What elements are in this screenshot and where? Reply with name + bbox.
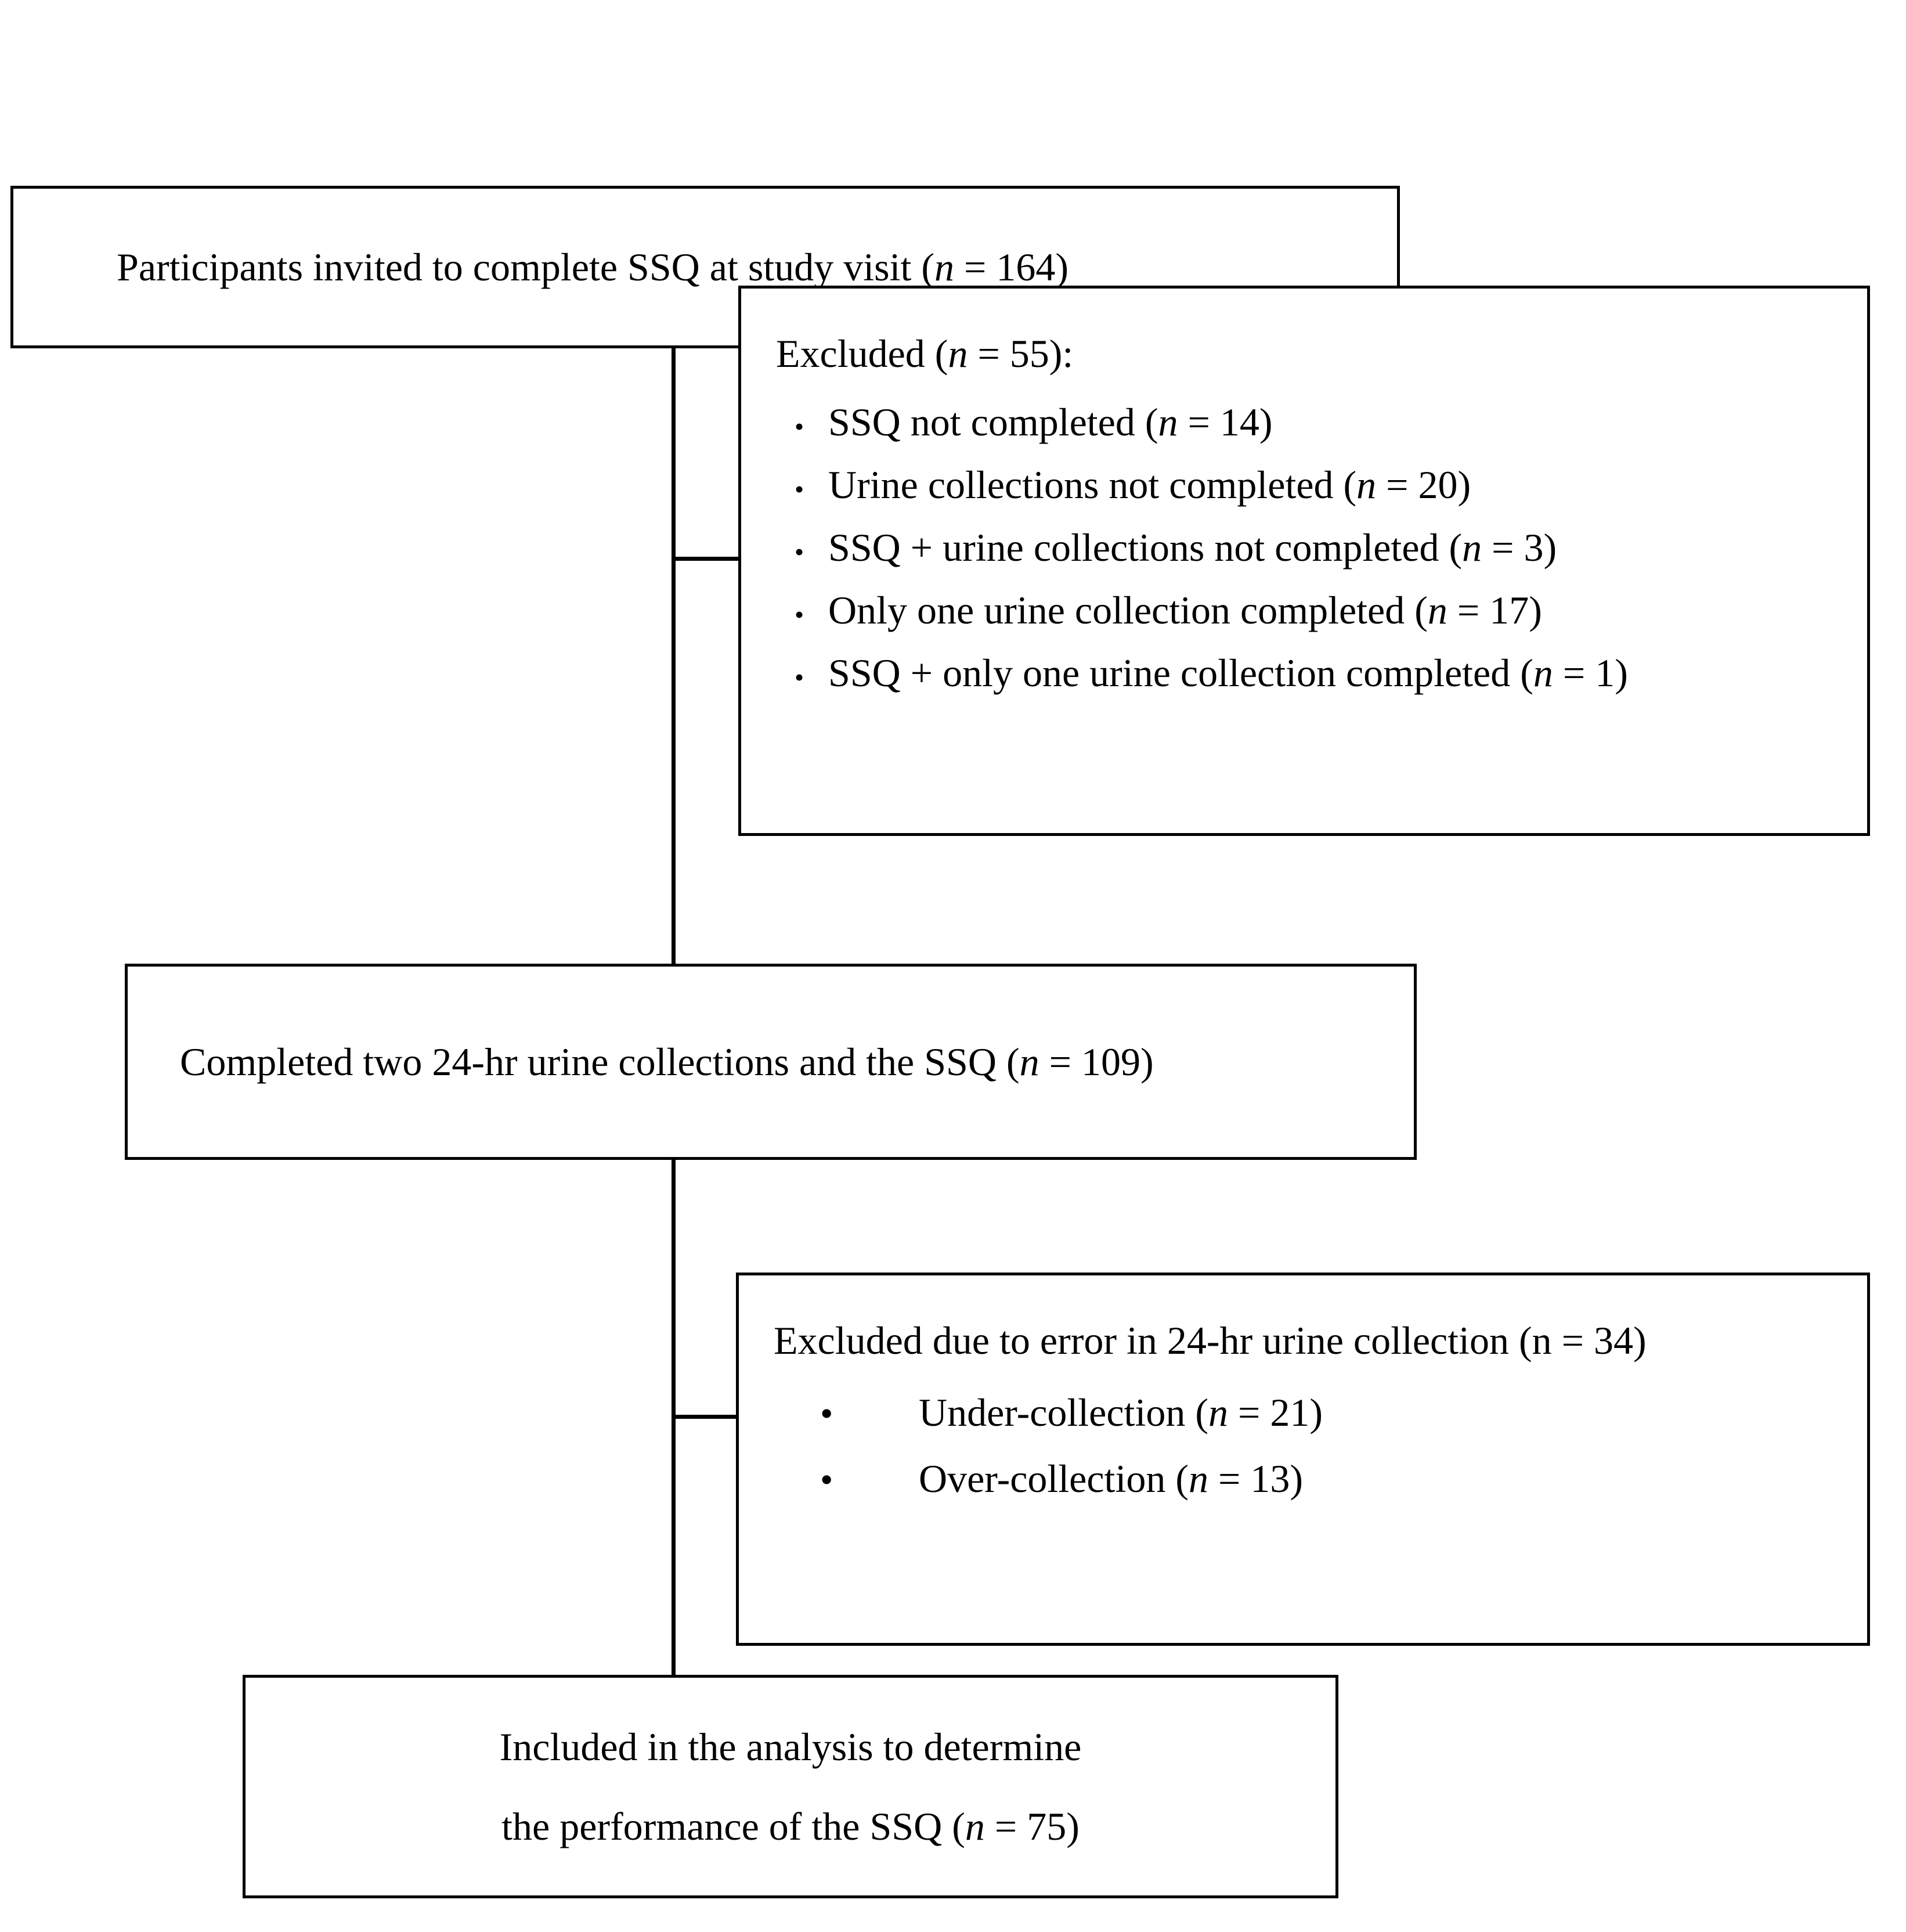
item-prefix: Over-collection (	[919, 1457, 1189, 1501]
excluded-stage-2-heading: Excluded due to error in 24-hr urine col…	[774, 1318, 1647, 1363]
item-prefix: Only one urine collection completed (	[828, 588, 1428, 633]
list-item: • Over-collection (n = 13)	[774, 1458, 1867, 1500]
start-text-prefix: Participants invited to complete SSQ at …	[117, 244, 934, 289]
excl1-head-n: n	[948, 331, 968, 376]
item-suffix: = 17)	[1447, 588, 1542, 633]
list-item-text: Urine collections not completed (n = 20)	[828, 464, 1471, 506]
item-n: n	[1208, 1390, 1228, 1435]
bullet-marker-icon: •	[820, 1459, 833, 1501]
list-item-text: Under-collection (n = 21)	[919, 1392, 1323, 1433]
item-suffix: = 1)	[1553, 651, 1628, 695]
list-item-text: Only one urine collection completed (n =…	[828, 589, 1542, 631]
item-prefix: SSQ + only one urine collection complete…	[828, 651, 1533, 695]
node-included-in-analysis: Included in the analysis to determine th…	[243, 1675, 1338, 1898]
item-suffix: = 21)	[1228, 1390, 1323, 1435]
connector-start-to-completed	[672, 348, 676, 964]
item-n: n	[1188, 1457, 1208, 1501]
list-item: • Only one urine collection completed (n…	[776, 589, 1867, 631]
item-prefix: SSQ + urine collections not completed (	[828, 525, 1463, 570]
item-prefix: SSQ not completed (	[828, 400, 1158, 445]
start-text-suffix: = 164)	[954, 244, 1068, 289]
bullet-marker-icon: •	[795, 474, 804, 504]
list-item: • Under-collection (n = 21)	[774, 1392, 1867, 1433]
included-line-2: the performance of the SSQ (n = 75)	[501, 1805, 1080, 1847]
excluded-stage-1-heading: Excluded (n = 55):	[776, 333, 1867, 374]
excl1-head-prefix: Excluded (	[776, 331, 948, 376]
item-n: n	[1158, 400, 1178, 445]
item-prefix: Urine collections not completed (	[828, 463, 1357, 507]
node-participants-invited-text: Participants invited to complete SSQ at …	[117, 246, 1397, 288]
list-item-text: Over-collection (n = 13)	[919, 1458, 1303, 1500]
bullet-marker-icon: •	[795, 537, 804, 567]
excl1-head-suffix: = 55):	[968, 331, 1074, 376]
bullet-marker-icon: •	[820, 1393, 833, 1434]
item-n: n	[1533, 651, 1553, 695]
included-line2-n: n	[965, 1804, 985, 1848]
item-n: n	[1462, 525, 1482, 570]
included-line-1: Included in the analysis to determine	[499, 1725, 1082, 1769]
item-suffix: = 3)	[1482, 525, 1557, 570]
item-n: n	[1427, 588, 1447, 633]
bullet-marker-icon: •	[795, 600, 804, 630]
node-excluded-stage-1: Excluded (n = 55): • SSQ not completed (…	[738, 286, 1870, 836]
list-item: • SSQ + only one urine collection comple…	[776, 652, 1867, 694]
item-prefix: Under-collection (	[919, 1390, 1208, 1435]
completed-n-symbol: n	[1019, 1039, 1039, 1084]
start-n-symbol: n	[934, 244, 954, 289]
item-suffix: = 14)	[1178, 400, 1273, 445]
item-suffix: = 20)	[1376, 463, 1471, 507]
completed-text-prefix: Completed two 24-hr urine collections an…	[180, 1039, 1020, 1084]
excluded-stage-2-reason-list: • Under-collection (n = 21) • Over-colle…	[774, 1367, 1867, 1500]
list-item-text: SSQ not completed (n = 14)	[828, 401, 1273, 443]
item-n: n	[1356, 463, 1377, 507]
connector-branch-excluded-2	[672, 1415, 740, 1419]
excluded-stage-1-reason-list: • SSQ not completed (n = 14) • Urine col…	[776, 380, 1867, 694]
node-completed-two-collections: Completed two 24-hr urine collections an…	[125, 964, 1417, 1160]
list-item: • SSQ not completed (n = 14)	[776, 401, 1867, 443]
list-item-text: SSQ + only one urine collection complete…	[828, 652, 1628, 694]
list-item-text: SSQ + urine collections not completed (n…	[828, 527, 1557, 568]
completed-text-suffix: = 109)	[1039, 1039, 1154, 1084]
list-item: • Urine collections not completed (n = 2…	[776, 464, 1867, 506]
list-item: • SSQ + urine collections not completed …	[776, 527, 1867, 568]
included-line2-prefix: the performance of the SSQ (	[501, 1804, 965, 1848]
included-line2-suffix: = 75)	[984, 1804, 1080, 1848]
connector-branch-excluded-1	[672, 557, 740, 561]
item-suffix: = 13)	[1208, 1457, 1303, 1501]
node-completed-text: Completed two 24-hr urine collections an…	[180, 1041, 1414, 1083]
bullet-marker-icon: •	[795, 412, 804, 442]
node-excluded-stage-2: Excluded due to error in 24-hr urine col…	[736, 1273, 1870, 1646]
bullet-marker-icon: •	[795, 662, 804, 693]
